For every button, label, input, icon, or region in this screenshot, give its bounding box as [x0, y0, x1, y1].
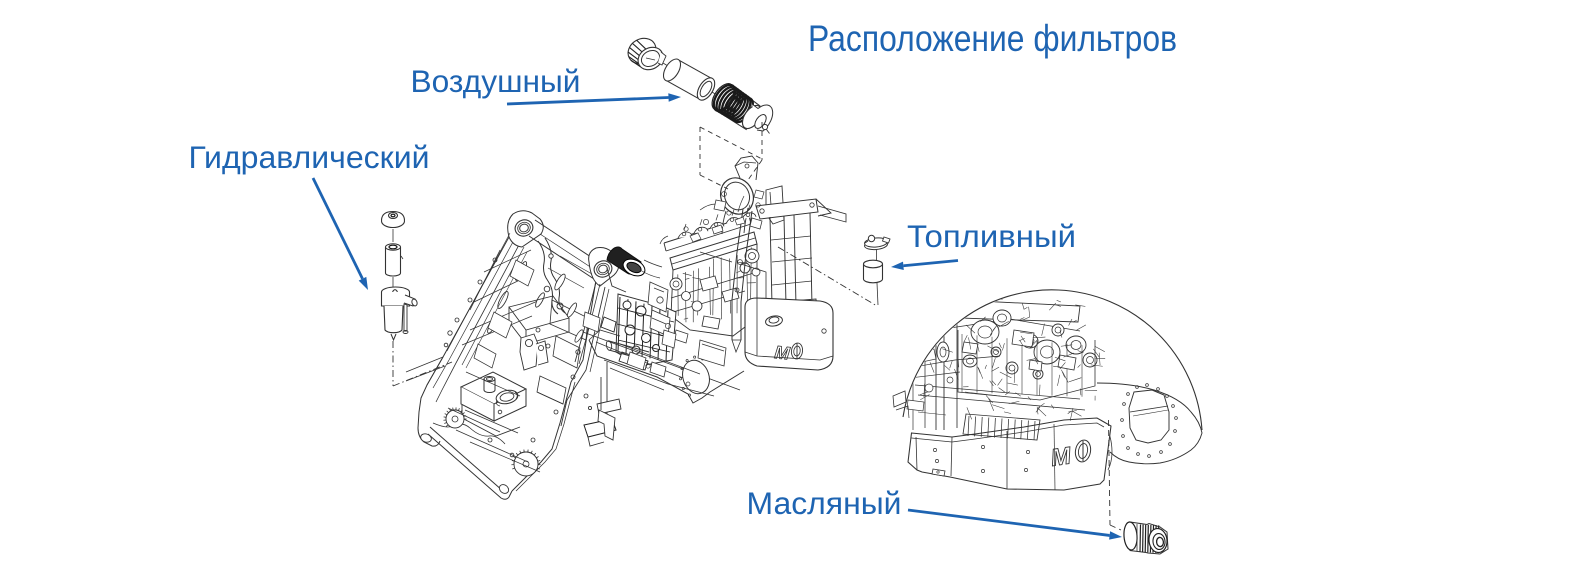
svg-text:Расположение фильтров: Расположение фильтров	[808, 18, 1177, 59]
svg-text:Масляный: Масляный	[747, 485, 902, 521]
svg-text:Воздушный: Воздушный	[411, 63, 581, 99]
svg-text:Топливный: Топливный	[907, 218, 1076, 254]
svg-text:Гидравлический: Гидравлический	[189, 139, 430, 175]
